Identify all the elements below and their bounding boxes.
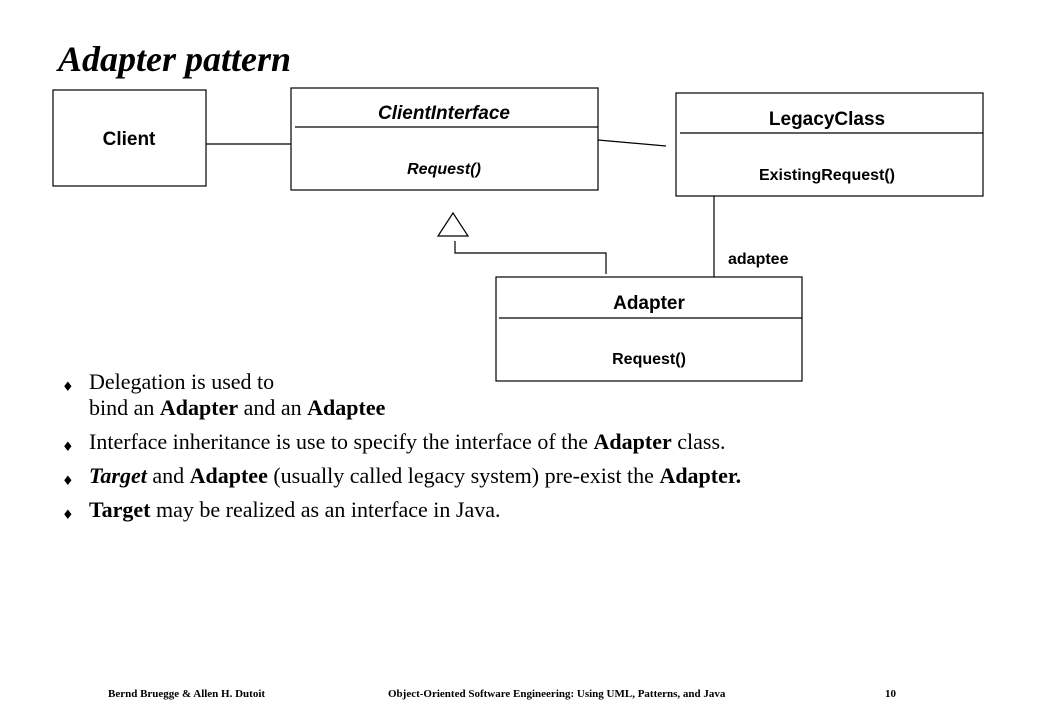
bullet-text: class. [671, 429, 726, 454]
bullet-text: may be realized as an interface in Java. [150, 497, 501, 522]
bullet-text: Adapter [593, 429, 672, 454]
adapter-class: Adapter Request() [495, 276, 803, 382]
inheritance-adapter-clientinterface [436, 211, 607, 274]
adaptee-role-label: adaptee [728, 251, 789, 268]
client-class-name: Client [103, 129, 156, 150]
bullet-item: ♦ Target may be realized as an interface … [62, 497, 962, 523]
client-interface-class: ClientInterface Request() [290, 87, 599, 191]
bullet-diamond-icon: ♦ [62, 508, 74, 523]
bullet-text: Adaptee [189, 463, 268, 488]
page-title: Adapter pattern [58, 39, 292, 79]
client-interface-name: ClientInterface [378, 103, 510, 124]
bullet-text: Delegation is used to [89, 369, 275, 394]
inheritance-triangle-icon [436, 211, 470, 237]
bullet-text: and an [238, 395, 308, 420]
bullet-diamond-icon: ♦ [62, 440, 74, 455]
bullet-text: Adapter [159, 395, 239, 420]
bullet-diamond-icon: ♦ [62, 474, 74, 489]
bullet-text: (usually called legacy system) pre-exist… [267, 463, 660, 488]
client-interface-operation: Request() [407, 161, 481, 178]
bullet-text: bind an [89, 395, 160, 420]
footer-page-number: 10 [885, 688, 896, 700]
legacy-class-operation: ExistingRequest() [759, 167, 895, 184]
bullet-diamond-icon: ♦ [62, 380, 74, 395]
legacy-class-name: LegacyClass [769, 109, 885, 130]
adapter-class-operation: Request() [612, 351, 686, 368]
bullet-text: Adapter. [659, 463, 742, 488]
bullet-text: Target [89, 497, 151, 522]
bullet-item: ♦ Interface inheritance is use to specify… [62, 429, 962, 455]
adapter-class-name: Adapter [613, 293, 685, 314]
bullet-text: Interface inheritance is use to specify … [89, 429, 594, 454]
footer-book-title: Object-Oriented Software Engineering: Us… [388, 688, 726, 700]
bullet-text: and [146, 463, 190, 488]
bullet-item: ♦ Target and Adaptee (usually called lega… [62, 463, 962, 489]
bullet-text: Adaptee [307, 395, 386, 420]
bullet-text: Target [89, 463, 147, 488]
footer-authors: Bernd Bruegge & Allen H. Dutoit [108, 688, 266, 700]
legacy-class: LegacyClass ExistingRequest() [675, 92, 984, 197]
client-class: Client [52, 89, 207, 187]
association-clientinterface-legacyclass [597, 139, 667, 147]
